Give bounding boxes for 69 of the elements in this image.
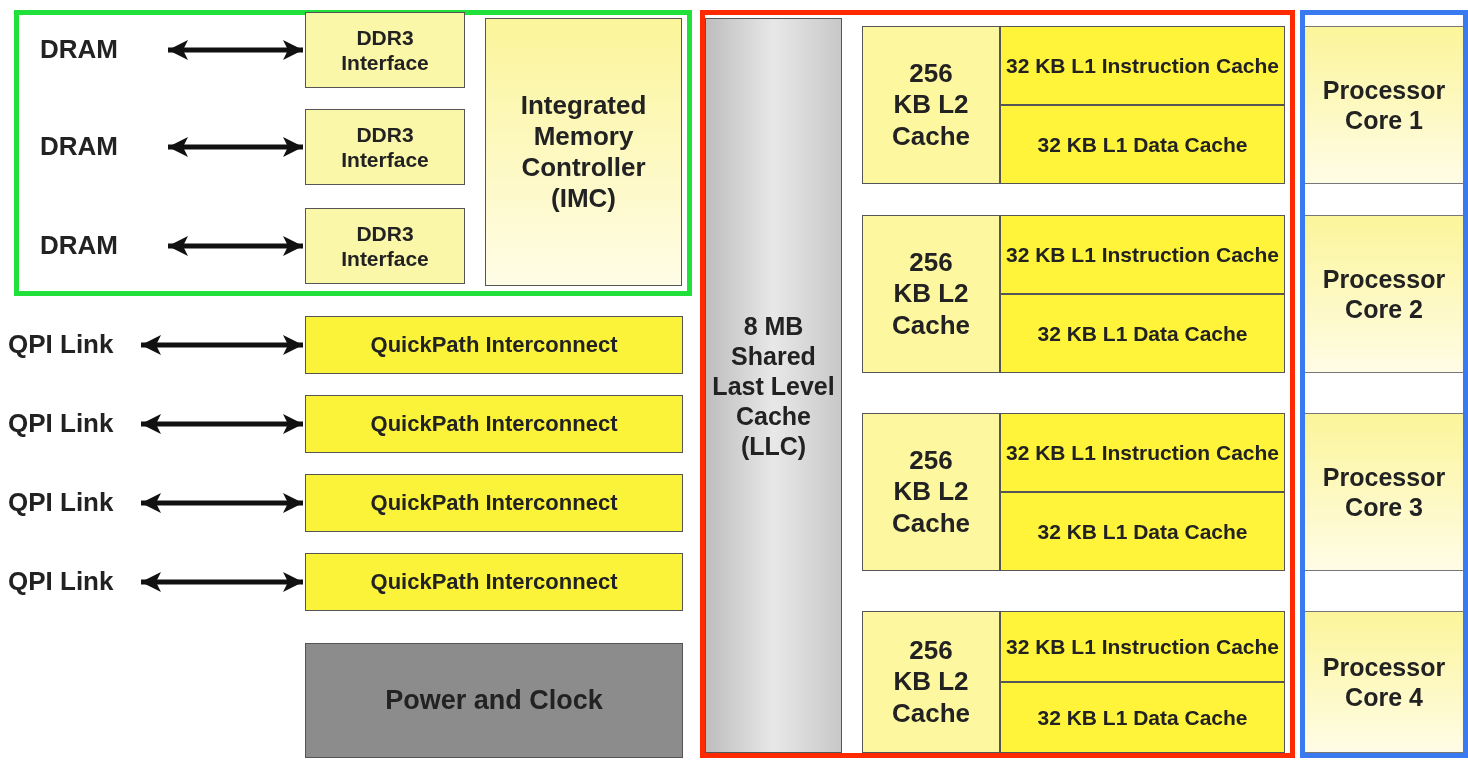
- interconnect-box: [305, 553, 683, 611]
- cache-block: [1000, 611, 1285, 682]
- box-label: Processor Core 1: [1321, 75, 1447, 135]
- box-label: 8 MB Shared Last Level Cache (LLC): [711, 310, 836, 461]
- double-arrow: [168, 40, 303, 60]
- group-frame: [14, 10, 692, 296]
- port-label: QPI Link: [8, 566, 114, 598]
- box-label: 32 KB L1 Instruction Cache: [1004, 241, 1281, 268]
- interconnect-box: [305, 316, 683, 374]
- double-arrow: [141, 414, 303, 434]
- interconnect-box: [305, 395, 683, 453]
- cache-block: [1000, 682, 1285, 753]
- cache-block: [1000, 26, 1285, 105]
- cache-block: [1000, 294, 1285, 373]
- box-label: 32 KB L1 Data Cache: [1036, 704, 1249, 731]
- double-arrow: [141, 335, 303, 355]
- box-label: 256 KB L2 Cache: [890, 247, 971, 341]
- box-label: 32 KB L1 Data Cache: [1036, 131, 1249, 158]
- port-label: QPI Link: [8, 329, 114, 361]
- interface-box: [305, 208, 465, 284]
- box-label: Processor Core 4: [1321, 652, 1447, 712]
- box-label: Integrated Memory Controller (IMC): [519, 89, 648, 215]
- interface-box: [305, 12, 465, 88]
- group-frame: [700, 10, 1295, 758]
- port-label: DRAM: [40, 230, 118, 262]
- core-block: [1305, 611, 1463, 753]
- box-label: 256 KB L2 Cache: [890, 445, 971, 539]
- box-label: 256 KB L2 Cache: [890, 635, 971, 729]
- box-label: QuickPath Interconnect: [369, 489, 619, 517]
- port-label: QPI Link: [8, 487, 114, 519]
- box-label: 32 KB L1 Data Cache: [1036, 518, 1249, 545]
- double-arrow: [141, 493, 303, 513]
- box-label: QuickPath Interconnect: [369, 568, 619, 596]
- cache-block: [705, 18, 842, 753]
- box-label: Processor Core 2: [1321, 264, 1447, 324]
- box-label: DDR3 Interface: [340, 220, 430, 272]
- group-frame: [1300, 10, 1468, 758]
- box-label: QuickPath Interconnect: [369, 410, 619, 438]
- box-label: DDR3 Interface: [340, 121, 430, 173]
- cache-block: [1000, 413, 1285, 492]
- box-label: 32 KB L1 Data Cache: [1036, 320, 1249, 347]
- box-label: Power and Clock: [384, 684, 604, 717]
- interface-box: [305, 109, 465, 185]
- box-label: 256 KB L2 Cache: [890, 58, 971, 152]
- cache-block: [862, 413, 1000, 571]
- cache-block: [1000, 492, 1285, 571]
- power-block: [305, 643, 683, 758]
- core-block: [1305, 215, 1463, 373]
- core-block: [1305, 413, 1463, 571]
- box-label: 32 KB L1 Instruction Cache: [1004, 633, 1281, 660]
- cache-block: [862, 26, 1000, 184]
- cache-block: [1000, 215, 1285, 294]
- box-label: QuickPath Interconnect: [369, 331, 619, 359]
- cache-block: [1000, 105, 1285, 184]
- cache-block: [862, 215, 1000, 373]
- double-arrow: [168, 137, 303, 157]
- double-arrow: [141, 572, 303, 592]
- port-label: DRAM: [40, 34, 118, 66]
- port-label: DRAM: [40, 131, 118, 163]
- box-label: 32 KB L1 Instruction Cache: [1004, 52, 1281, 79]
- cache-block: [862, 611, 1000, 753]
- box-label: DDR3 Interface: [340, 24, 430, 76]
- core-block: [1305, 26, 1463, 184]
- box-label: Processor Core 3: [1321, 462, 1447, 522]
- interconnect-box: [305, 474, 683, 532]
- controller-box: [485, 18, 682, 286]
- port-label: QPI Link: [8, 408, 114, 440]
- box-label: 32 KB L1 Instruction Cache: [1004, 439, 1281, 466]
- double-arrow: [168, 236, 303, 256]
